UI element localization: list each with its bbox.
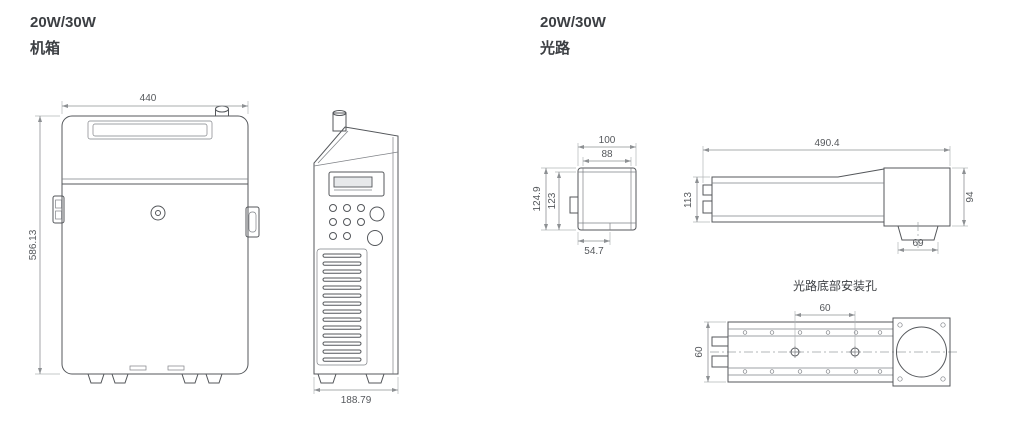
dim-chassis-depth: 188.79 [341, 395, 372, 406]
side-knob [332, 110, 347, 132]
chassis-subtitle: 机箱 [30, 39, 60, 57]
bottom-view-label: 光路底部安装孔 [793, 278, 877, 293]
chassis-side-dimensions: 188.79 [313, 377, 399, 406]
chassis-feet [87, 373, 223, 384]
dim-chassis-height: 586.13 [28, 229, 39, 260]
optics-side-view [702, 167, 951, 248]
dim-optics-inner-width: 88 [601, 149, 613, 160]
chassis-section-header: 20W/30W 机箱 [30, 14, 97, 57]
dim-optics-head-height: 94 [965, 191, 976, 203]
dim-optics-outer-width: 100 [599, 135, 616, 146]
optics-bottom-view [710, 317, 960, 387]
dim-optics-outer-height: 124.9 [532, 186, 543, 211]
emergency-stop-knob [215, 105, 229, 116]
mounting-holes [789, 346, 861, 358]
optics-bottom-dimensions: 60 60 [694, 303, 856, 383]
right-handle [245, 206, 260, 238]
rail-screws [742, 330, 883, 374]
dim-optics-inner-height: 123 [547, 192, 558, 209]
vent-grille [316, 248, 368, 366]
dim-optics-length: 490.4 [814, 138, 839, 149]
left-latch [52, 195, 65, 224]
control-buttons [329, 204, 385, 246]
dim-optics-lens-offset: 69 [912, 238, 924, 249]
optics-front-dimensions: 100 88 124.9 123 54.7 [532, 135, 637, 257]
front-connector [569, 196, 579, 214]
side-feet [317, 373, 385, 384]
optics-side-dimensions: 490.4 113 94 69 [683, 138, 976, 254]
chassis-title: 20W/30W [30, 14, 97, 31]
dim-hole-offset: 60 [694, 346, 705, 358]
rear-connectors [702, 184, 713, 214]
optics-title: 20W/30W [540, 14, 607, 31]
optics-subtitle: 光路 [539, 39, 571, 57]
chassis-front-dimensions: 440 586.13 [28, 93, 249, 375]
dim-optics-body-height: 113 [683, 192, 694, 208]
optics-section-header: 20W/30W 光路 [539, 14, 607, 57]
bottom-nameplate [167, 365, 185, 371]
galvo-head-bottom [892, 317, 951, 387]
chassis-side-view [313, 110, 399, 384]
dim-hole-spacing: 60 [819, 303, 831, 314]
key-lock [150, 205, 166, 221]
display-screen [328, 171, 385, 197]
bottom-rear-connectors [711, 336, 729, 368]
dim-optics-bottom-offset: 54.7 [584, 246, 604, 257]
dim-chassis-width: 440 [140, 93, 157, 104]
bottom-nameplate [129, 365, 147, 371]
optics-front-view [569, 167, 637, 231]
lens-barrel [897, 222, 939, 248]
chassis-front-view [52, 105, 260, 384]
